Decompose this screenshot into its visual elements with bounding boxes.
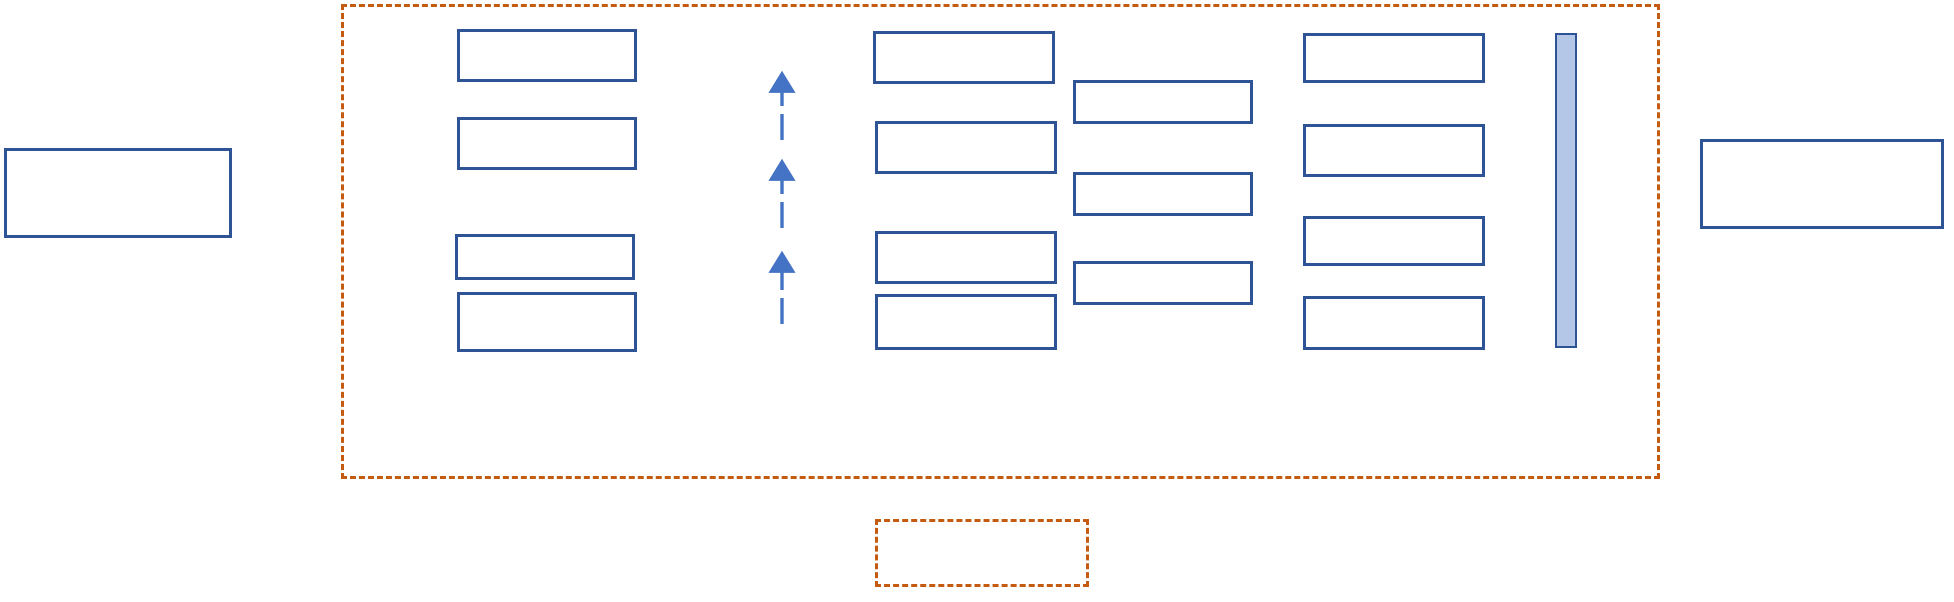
column1-box-3[interactable] [455,234,635,280]
vertical-bar[interactable] [1555,33,1577,348]
dashed-container [341,4,1660,479]
bottom-dashed-box[interactable] [875,519,1089,587]
column2-box-3[interactable] [875,231,1057,284]
column4-box-4[interactable] [1303,296,1485,350]
arrow-up-3 [768,248,796,324]
arrow-up-1 [768,68,796,140]
column1-box-2[interactable] [457,117,637,170]
column4-box-1[interactable] [1303,33,1485,83]
column3-box-2[interactable] [1073,172,1253,216]
column2-box-1[interactable] [873,31,1055,84]
column3-box-3[interactable] [1073,261,1253,305]
external-left-box[interactable] [4,148,232,238]
external-right-box[interactable] [1700,139,1944,229]
column4-box-3[interactable] [1303,216,1485,266]
arrow-up-2 [768,156,796,228]
column1-box-1[interactable] [457,29,637,82]
column3-box-1[interactable] [1073,80,1253,124]
column2-box-2[interactable] [875,121,1057,174]
column4-box-2[interactable] [1303,124,1485,177]
column1-box-4[interactable] [457,292,637,352]
column2-box-4[interactable] [875,294,1057,350]
